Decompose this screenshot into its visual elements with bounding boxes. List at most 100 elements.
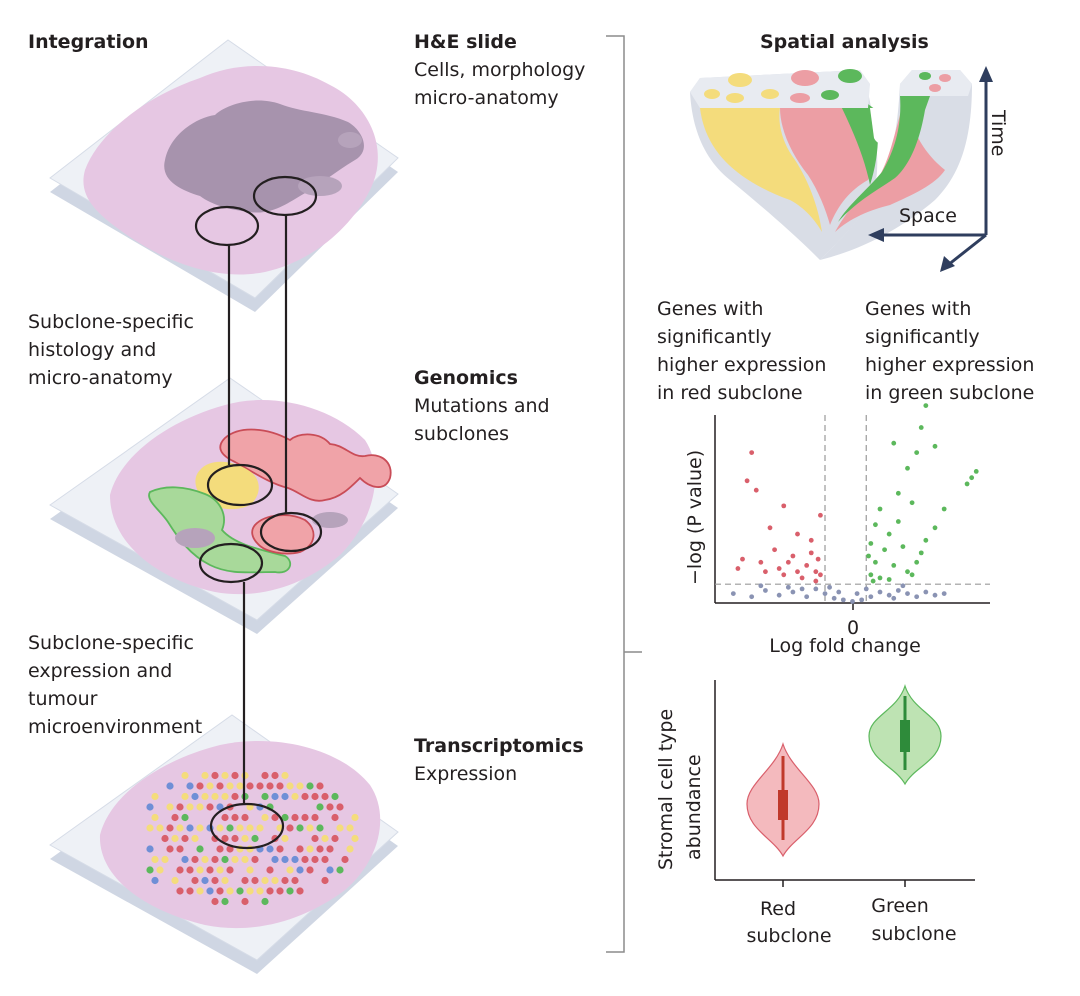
expression-spot-53 — [336, 803, 344, 811]
expression-spot-88 — [171, 834, 179, 843]
expression-spot-150 — [151, 876, 159, 885]
expression-spot-140 — [206, 866, 214, 874]
volcano-point-green-14 — [932, 525, 938, 531]
expression-spot-130 — [291, 855, 299, 864]
volcano-point-red-21 — [735, 566, 741, 571]
volcano-point-grey-14 — [886, 592, 892, 598]
expression-spot-124 — [221, 855, 229, 864]
expression-spot-81 — [286, 824, 294, 832]
volcano-point-green-1 — [918, 425, 924, 430]
expression-spot-176 — [211, 897, 219, 906]
volcano-point-green-18 — [918, 550, 924, 556]
genomics-slide — [49, 377, 399, 634]
expression-spot-4 — [231, 771, 239, 780]
volcano-point-grey-24 — [863, 586, 869, 592]
expression-spot-83 — [306, 824, 314, 832]
volcano-point-red-14 — [818, 572, 823, 578]
expression-spot-26 — [191, 792, 199, 801]
expression-spot-40 — [146, 803, 154, 811]
volcano-y-label: −log (P value) — [684, 450, 706, 585]
expression-spot-63 — [291, 813, 299, 822]
expression-spot-41 — [166, 803, 174, 811]
expression-spot-113 — [296, 845, 304, 853]
volcano-point-grey-4 — [790, 589, 796, 595]
histology-note-line-1: Subclone-specific — [28, 311, 194, 333]
volcano-point-green-26 — [866, 553, 871, 559]
expression-spot-37 — [311, 792, 319, 801]
expression-spot-38 — [321, 792, 329, 801]
expression-spot-105 — [196, 845, 204, 853]
volcano-right-note-1: Genes with — [865, 298, 971, 320]
time-label: Time — [987, 109, 1009, 157]
volcano-point-red-5 — [818, 512, 823, 518]
expression-spot-84 — [316, 824, 324, 832]
volcano-point-grey-23 — [758, 583, 764, 589]
violin-box-0 — [778, 790, 788, 820]
violin-plot: Stromal cell type abundance Red subclone… — [655, 680, 975, 947]
expression-spot-98 — [311, 834, 319, 843]
expression-spot-111 — [266, 845, 274, 853]
volcano-point-green-12 — [873, 522, 878, 528]
expression-spot-129 — [281, 855, 289, 864]
expression-spot-131 — [301, 855, 309, 864]
volcano-point-green-15 — [868, 541, 874, 546]
volcano-point-grey-26 — [799, 586, 805, 592]
volcano-point-green-17 — [900, 544, 906, 549]
violins — [746, 684, 942, 858]
expression-spot-159 — [271, 876, 279, 885]
expression-spot-70 — [166, 824, 174, 832]
histology-note: Subclone-specific histology and micro-an… — [28, 311, 194, 389]
volcano-point-green-21 — [905, 569, 910, 575]
genomics-region-circle-yellow — [206, 463, 274, 507]
expression-spot-125 — [231, 855, 239, 864]
expression-spot-79 — [256, 824, 264, 832]
expression-spot-168 — [226, 887, 234, 895]
genomics-line-1: Mutations and — [414, 395, 550, 417]
expression-spot-90 — [191, 834, 199, 843]
volcano-point-grey-21 — [785, 584, 791, 590]
integration-panel: Integration — [28, 31, 585, 974]
expression-spot-56 — [181, 813, 189, 822]
expression-spot-29 — [221, 792, 229, 801]
expression-spot-165 — [196, 887, 204, 895]
expression-spot-122 — [201, 855, 209, 864]
volcano-point-green-9 — [895, 490, 901, 496]
volcano-x-tick-label: 0 — [847, 617, 859, 639]
volcano-right-note-4: in green subclone — [865, 382, 1034, 404]
volcano-point-red-22 — [785, 559, 791, 565]
expression-spot-156 — [241, 876, 249, 885]
volcano-point-grey-18 — [923, 589, 929, 595]
space-label: Space — [899, 205, 957, 227]
expression-spot-20 — [286, 782, 294, 790]
depth-axis — [947, 233, 987, 267]
expression-spot-85 — [336, 824, 344, 832]
volcano-point-green-11 — [909, 500, 915, 506]
genomics-title: Genomics — [414, 367, 518, 389]
expression-spot-77 — [236, 824, 244, 832]
volcano-x-label: Log fold change — [769, 635, 921, 657]
expression-spot-52 — [326, 803, 334, 811]
expression-spot-42 — [176, 803, 184, 811]
volcano-point-grey-17 — [914, 594, 920, 600]
expression-spot-60 — [261, 813, 269, 822]
expression-spot-152 — [191, 876, 199, 885]
volcano-point-green-30 — [923, 537, 929, 543]
expression-spot-62 — [281, 813, 289, 822]
transcriptomics-title: Transcriptomics — [414, 735, 584, 757]
volcano-right-note-2: significantly — [865, 326, 980, 348]
volcano-point-green-13 — [886, 531, 892, 537]
expression-spot-141 — [216, 866, 224, 874]
expression-spot-117 — [346, 845, 354, 853]
expression-spot-68 — [146, 824, 154, 832]
volcano-point-grey-28 — [854, 591, 860, 596]
volcano-point-red-13 — [813, 569, 819, 575]
expression-spot-153 — [201, 876, 209, 885]
expression-spot-112 — [276, 845, 284, 853]
volcano-point-grey-9 — [840, 597, 846, 603]
volcano-point-red-0 — [749, 450, 755, 455]
volcano-point-grey-6 — [813, 586, 819, 592]
volcano-point-red-10 — [776, 566, 782, 571]
expression-spot-127 — [251, 855, 259, 864]
he-line-1: Cells, morphology — [414, 59, 585, 81]
volcano-point-red-3 — [781, 503, 787, 509]
